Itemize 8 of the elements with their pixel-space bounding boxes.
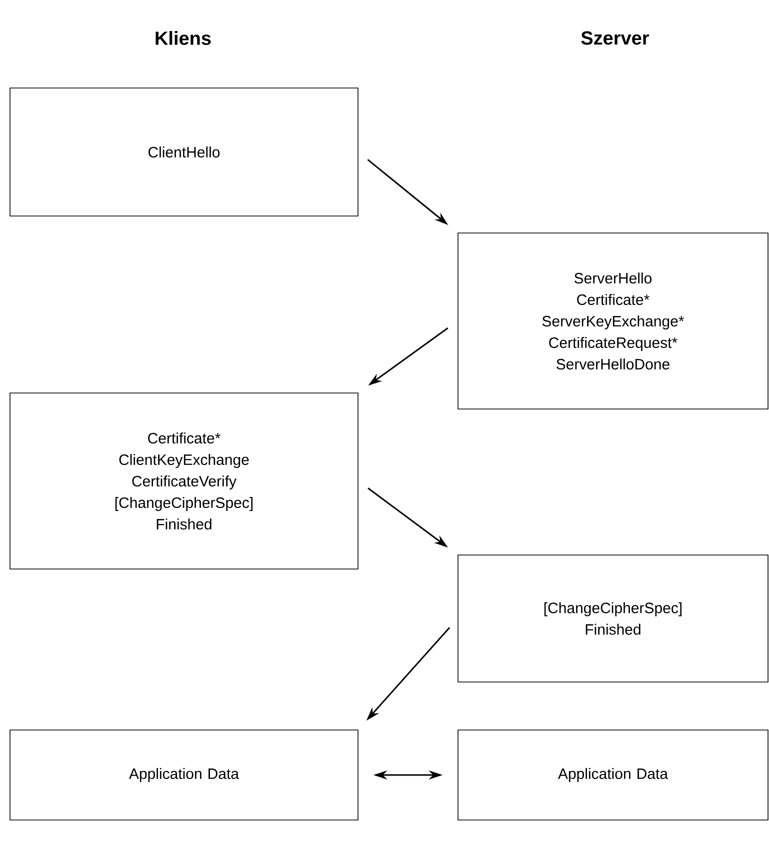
message-box: Certificate* ClientKeyExchange CertificateVerify [ChangeCipherSpec] Finished: [10, 392, 358, 570]
message-box: Application Data: [10, 730, 358, 820]
message-box: ClientHello: [10, 88, 358, 216]
column-heading: Szerver: [581, 31, 650, 45]
column-heading: Kliens: [156, 31, 211, 45]
message-box: ServerHello Certificate* ServerKeyExchange* CertificateRequest* ServerHelloDone: [458, 232, 768, 410]
message-box: Application Data: [458, 730, 768, 820]
message-box: [ChangeCipherSpec] Finished: [458, 554, 768, 682]
